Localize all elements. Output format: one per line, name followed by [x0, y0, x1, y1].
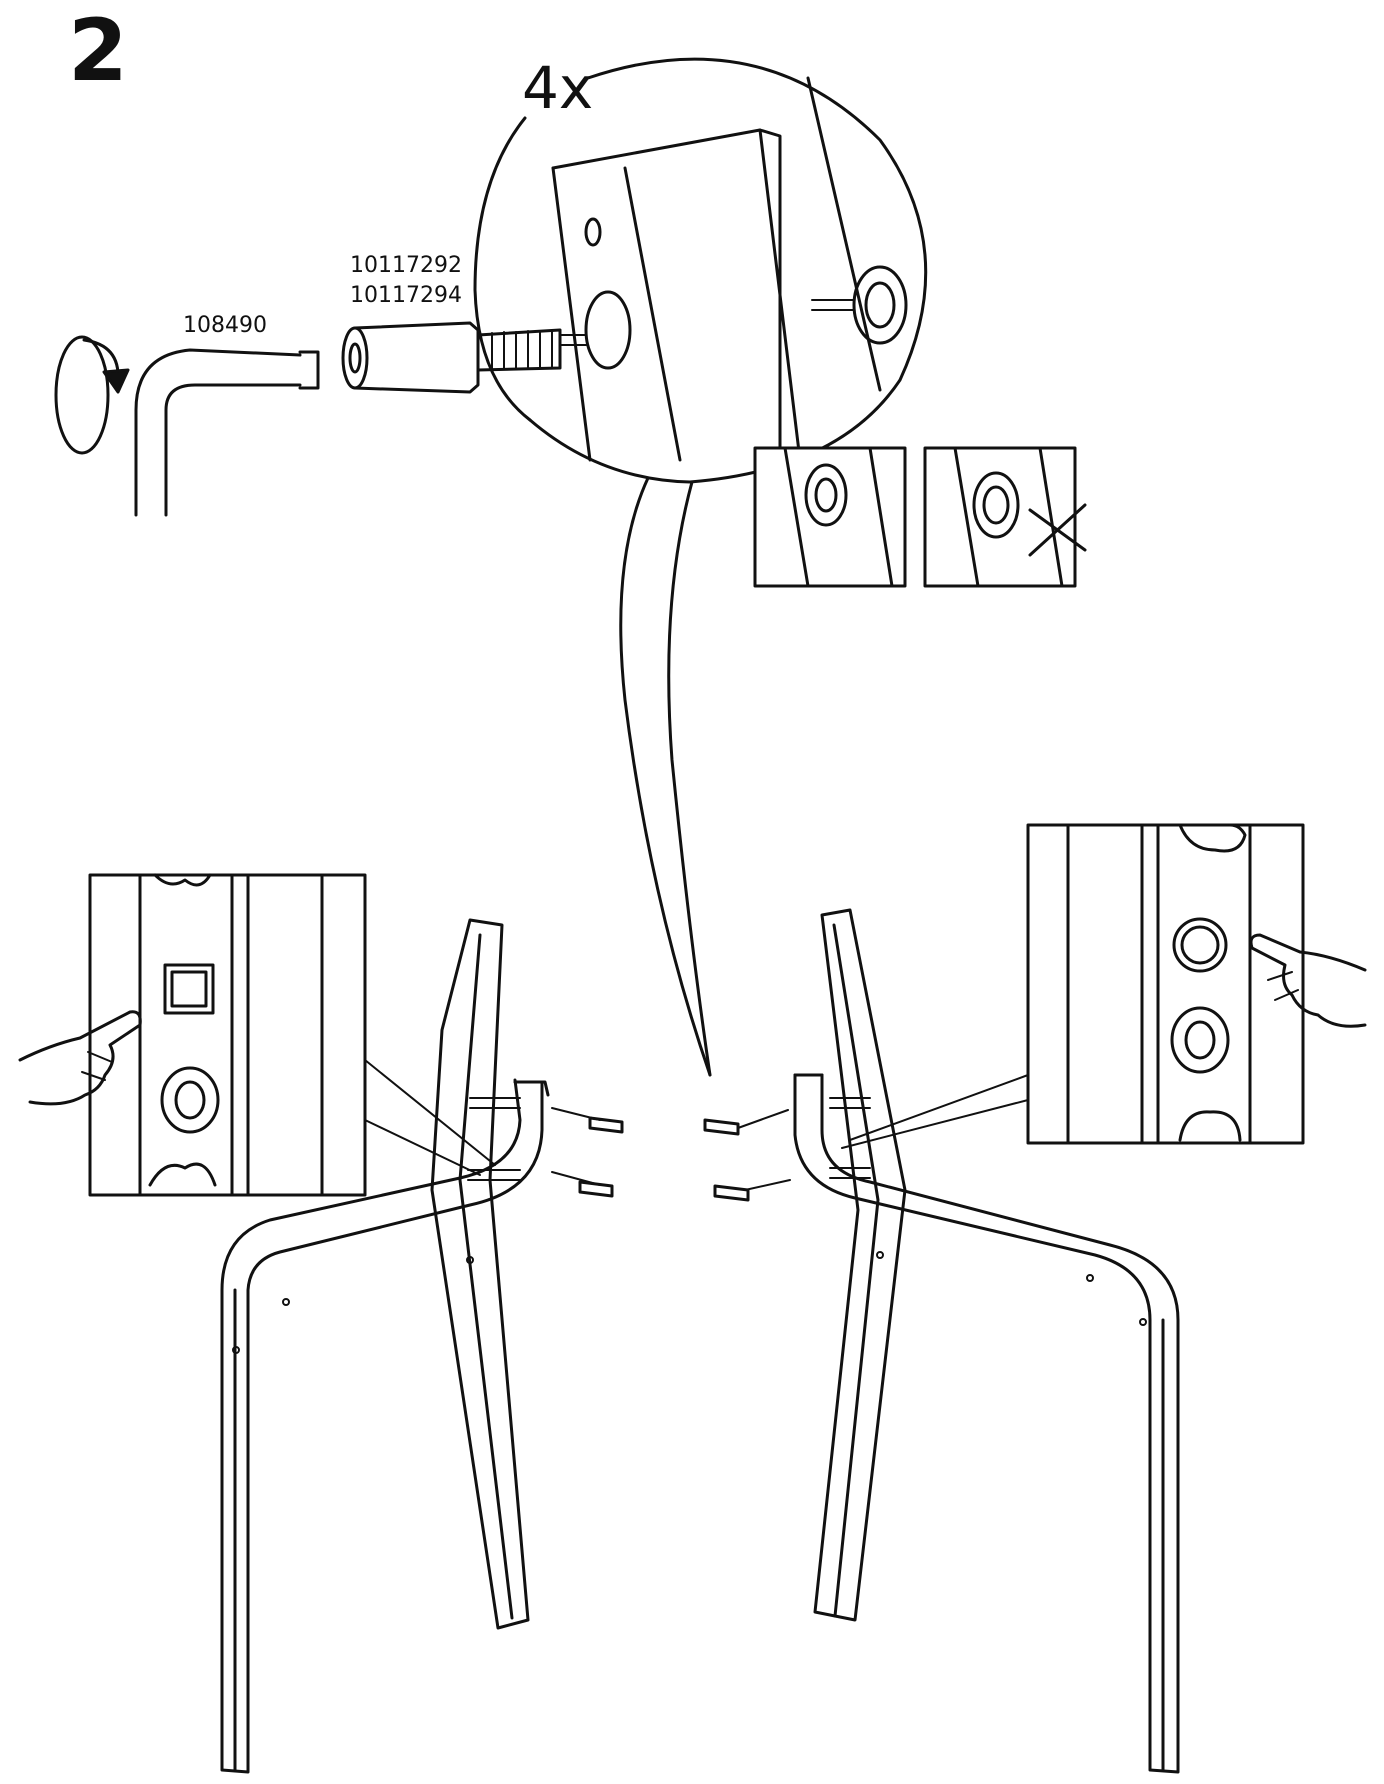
connector-bolt [341, 321, 562, 394]
bolt-small [703, 1118, 740, 1136]
pointing-hand-icon [1249, 933, 1367, 1028]
quantity-label: 4x [522, 54, 593, 122]
x-cross-icon [1028, 503, 1087, 557]
leg-section-detail [551, 76, 908, 472]
correct-inset [753, 446, 907, 588]
allen-key-code: 108490 [183, 313, 267, 338]
right-frame [703, 908, 1180, 1774]
bolt-small [578, 1180, 614, 1198]
right-hole-inset [841, 823, 1305, 1149]
rotate-clockwise-icon [54, 335, 130, 455]
allen-key [134, 348, 320, 517]
left-frame [220, 918, 624, 1774]
bolt-code-1: 10117292 [350, 253, 462, 278]
bolt-small [588, 1116, 624, 1134]
pointing-hand-icon [18, 1010, 142, 1106]
bolt-small [713, 1184, 750, 1202]
step-number: 2 [68, 1, 128, 101]
wrong-inset [923, 446, 1087, 588]
detail-callout [473, 57, 928, 1077]
left-hole-inset [88, 873, 496, 1197]
bolt-code-2: 10117294 [350, 283, 462, 308]
